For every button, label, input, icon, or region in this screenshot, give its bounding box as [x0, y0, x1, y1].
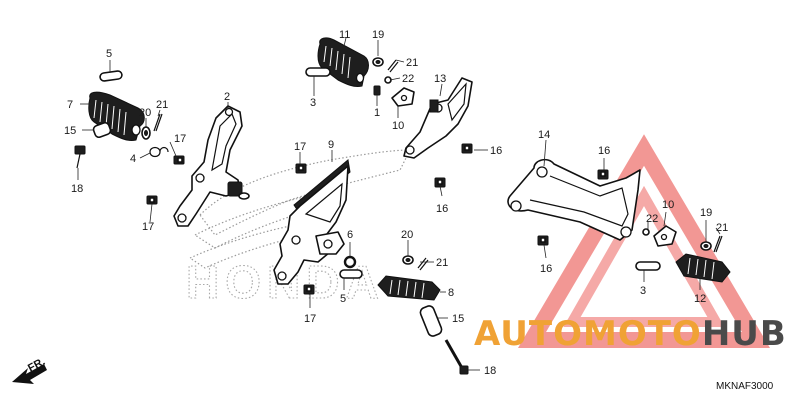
spring-4	[149, 146, 169, 158]
bolt-16-top-lower	[434, 177, 446, 188]
bolt-18-left	[74, 145, 86, 169]
washer-20-mid	[402, 255, 414, 265]
callout-21-mid: 21	[436, 257, 448, 269]
pin-5-left	[99, 70, 123, 82]
callout-17-left-lower: 17	[142, 221, 154, 233]
callout-10-top: 10	[392, 120, 404, 132]
callout-2: 2	[224, 91, 230, 103]
callout-4: 4	[130, 153, 136, 165]
rubber-15-mid	[419, 305, 443, 337]
bolt-16-right-lower	[537, 235, 549, 246]
rubber-15-left	[92, 121, 112, 139]
passenger-bracket-13	[403, 77, 473, 159]
callout-22-right: 22	[646, 213, 658, 225]
footpeg-7	[88, 91, 145, 141]
callout-8: 8	[448, 287, 454, 299]
callout-1: 1	[374, 107, 380, 119]
callout-7: 7	[67, 99, 73, 111]
bolt-16-top-right	[461, 143, 473, 154]
callout-18-mid: 18	[484, 365, 496, 377]
cotter-pin-21-left	[153, 113, 163, 132]
callout-10-right: 10	[662, 199, 674, 211]
passenger-bracket-14	[507, 158, 641, 241]
automotohub-watermark: AUTOMOTOHUB	[474, 314, 787, 354]
callout-17-mid-lower: 17	[304, 313, 316, 325]
bolt-17-mid-upper	[295, 163, 307, 174]
watermark-part-auto: AUTO	[474, 314, 583, 354]
callout-16-right-upper: 16	[598, 145, 610, 157]
callout-12: 12	[694, 293, 706, 305]
diagram-code: MKNAF3000	[716, 381, 774, 392]
bolt-17-mid-lower	[303, 284, 315, 295]
passenger-footpeg-12	[675, 253, 731, 283]
callout-5-mid: 5	[340, 293, 346, 305]
callout-3-right: 3	[640, 285, 646, 297]
bolt-18-mid	[444, 339, 469, 375]
callout-20-left: 20	[139, 107, 151, 119]
cotter-pin-21-right	[713, 235, 723, 253]
callout-17-left-upper: 17	[174, 133, 186, 145]
callout-3-top: 3	[310, 97, 316, 109]
footpeg-bracket-2	[173, 105, 250, 227]
footpeg-8	[377, 275, 441, 301]
bolt-17-left-upper	[173, 155, 185, 165]
callout-6: 6	[347, 229, 353, 241]
heel-guard-bracket-9	[273, 159, 351, 285]
callout-16-top-right: 16	[490, 145, 502, 157]
callout-9: 9	[328, 139, 334, 151]
callout-11: 11	[339, 29, 350, 41]
callout-19-top: 19	[372, 29, 384, 41]
callout-19-right: 19	[700, 207, 712, 219]
callout-15-left: 15	[64, 125, 76, 137]
leader-lines	[77, 37, 721, 371]
callout-21-left: 21	[156, 99, 168, 111]
callout-20-mid: 20	[401, 229, 413, 241]
passenger-footpeg-11	[317, 37, 369, 87]
bolt-16-right-upper	[597, 169, 609, 180]
callout-16-right-lower: 16	[540, 263, 552, 275]
callout-16-top-lower: 16	[436, 203, 448, 215]
washer-19-top	[372, 57, 384, 67]
pin-5-mid	[339, 269, 363, 279]
callout-21-top: 21	[406, 57, 418, 69]
pin-1	[373, 85, 381, 96]
callout-13: 13	[434, 73, 446, 85]
callout-15-mid: 15	[452, 313, 464, 325]
callout-17-mid-upper: 17	[294, 141, 306, 153]
circlip-6	[343, 255, 357, 269]
front-direction-arrow-icon	[12, 364, 47, 384]
washer-20-left	[141, 126, 151, 140]
callout-14: 14	[538, 129, 550, 141]
washer-19-right	[700, 241, 712, 251]
cotter-pin-21-mid	[417, 257, 429, 271]
callout-5-left: 5	[106, 48, 112, 60]
cotter-pin-21-top	[387, 59, 399, 73]
bolt-17-left-lower	[146, 195, 158, 205]
callout-labels: 5 7 20 21 15 17 4 18 17 2 11 19 21 22 3 …	[64, 29, 728, 377]
callout-22-top: 22	[402, 73, 414, 85]
plate-10-right	[653, 225, 677, 247]
plate-10-top	[391, 87, 415, 107]
pin-3-right	[635, 261, 661, 271]
callout-18-left: 18	[71, 183, 83, 195]
left-rider-footpeg-assembly	[74, 70, 250, 227]
ball-22-right	[642, 228, 650, 236]
watermark-part-hub: HUB	[701, 314, 787, 354]
watermark-part-moto: MOTO	[582, 314, 702, 354]
callout-21-right: 21	[716, 222, 728, 234]
pin-3-top	[305, 67, 331, 77]
